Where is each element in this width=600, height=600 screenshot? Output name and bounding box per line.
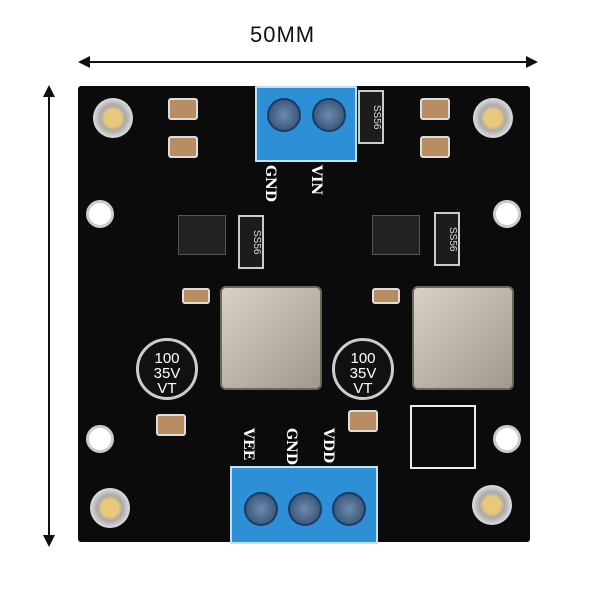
screw-icon [288, 492, 322, 526]
mounting-hole [86, 200, 114, 228]
label-vin: VIN [308, 165, 324, 196]
arrow-left-icon [78, 56, 90, 68]
weee-recycle-icon [410, 405, 476, 469]
mounting-hole [86, 425, 114, 453]
screw-icon [312, 98, 346, 132]
label-gnd-in: GND [262, 165, 278, 202]
cap-value: 100 [350, 350, 376, 367]
height-dimension-line [48, 90, 50, 540]
dimension-label: 50MM [250, 22, 316, 47]
mounting-hole [493, 200, 521, 228]
smd-capacitor [420, 136, 450, 158]
input-terminal-block[interactable] [255, 86, 357, 162]
output-terminal-block[interactable] [230, 466, 378, 544]
smd-capacitor [348, 410, 378, 432]
diode-right: SS56 [434, 212, 460, 266]
label-vee: VEE [240, 428, 256, 461]
arrow-down-icon [43, 535, 55, 547]
label-vdd: VDD [320, 428, 336, 464]
electrolytic-capacitor-right: 100 35V VT [332, 338, 394, 400]
electrolytic-capacitor-left: 100 35V VT [136, 338, 198, 400]
cap-value: 100 [154, 350, 180, 367]
standoff-top-right [473, 98, 513, 138]
standoff-bottom-right [472, 485, 512, 525]
arrow-right-icon [526, 56, 538, 68]
ic-chip-right [372, 215, 420, 255]
label-gnd-out: GND [283, 428, 299, 465]
smd-capacitor [168, 98, 198, 120]
smd-capacitor [420, 98, 450, 120]
cap-series: VT [353, 380, 373, 397]
inductor-right [412, 286, 514, 390]
smd-capacitor [168, 136, 198, 158]
diode-left: SS56 [238, 215, 264, 269]
cap-voltage: 35V [349, 365, 377, 382]
screw-icon [332, 492, 366, 526]
smd-capacitor [182, 288, 210, 304]
ic-chip-left [178, 215, 226, 255]
diode-top: SS56 [358, 90, 384, 144]
cap-series: VT [157, 380, 177, 397]
standoff-top-left [93, 98, 133, 138]
smd-capacitor [156, 414, 186, 436]
smd-capacitor [372, 288, 400, 304]
inductor-left [220, 286, 322, 390]
mounting-hole [493, 425, 521, 453]
standoff-bottom-left [90, 488, 130, 528]
screw-icon [244, 492, 278, 526]
width-dimension-line [82, 61, 532, 63]
screw-icon [267, 98, 301, 132]
cap-voltage: 35V [153, 365, 181, 382]
arrow-up-icon [43, 85, 55, 97]
